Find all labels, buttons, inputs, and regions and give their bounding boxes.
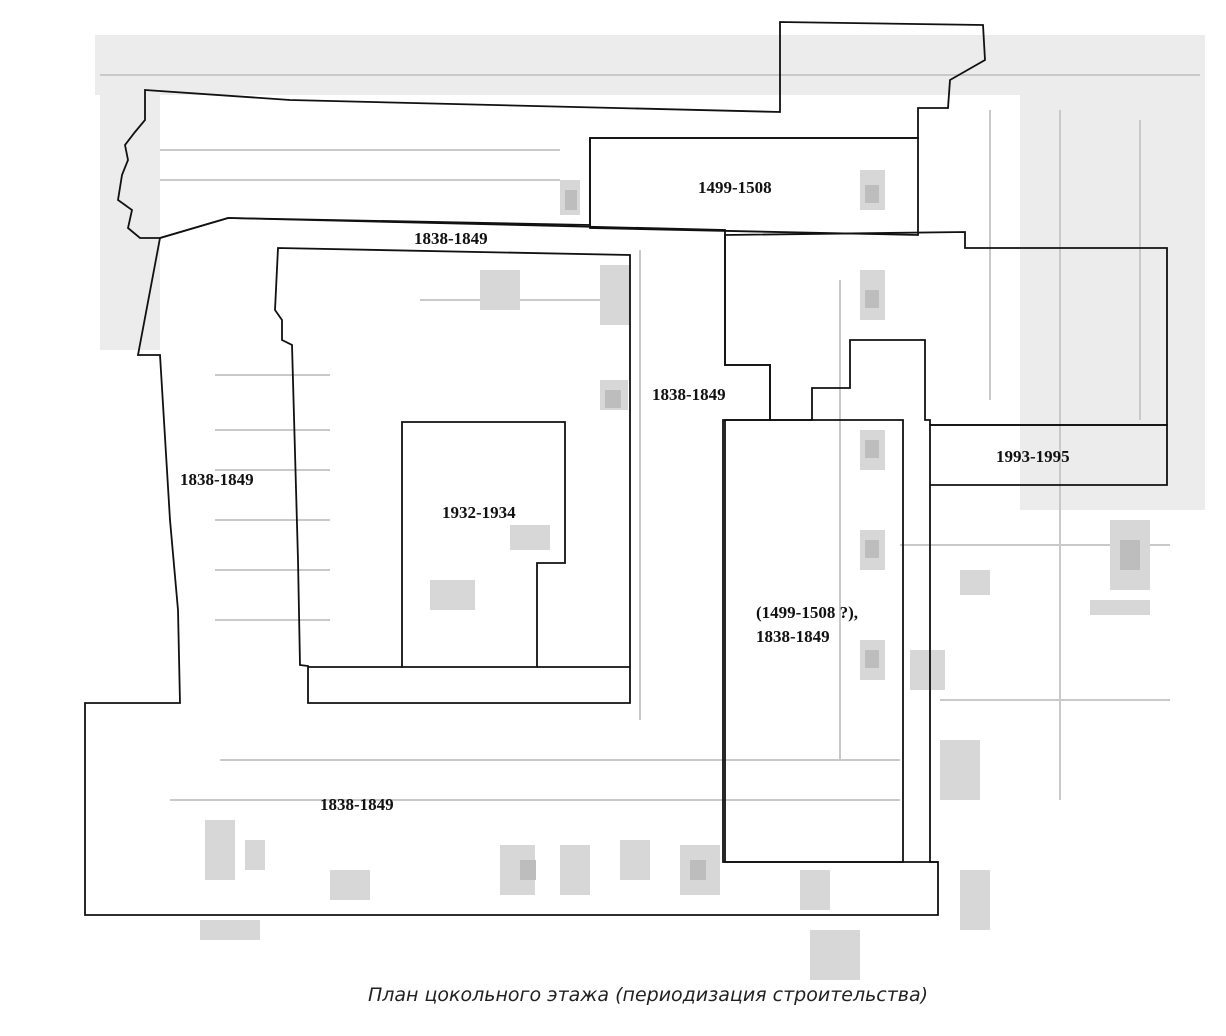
label-north-east-block: 1499-1508 [698,178,772,197]
label-east-annex: 1993-1995 [996,447,1070,466]
north-east-block-outline [589,137,919,236]
central-block-outline [722,419,904,863]
central-east-edge [929,485,938,863]
diagram-caption: План цокольного этажа (периодизация стро… [367,984,929,1006]
label-west-wing: 1838-1849 [180,470,254,489]
period-outlines [84,21,1168,916]
label-south-wing: 1838-1849 [320,795,394,814]
label-central-link: 1838-1849 [652,385,726,404]
courtyard-outline [274,247,631,704]
label-north-wing: 1838-1849 [414,229,488,248]
label-central-block-line2: 1838-1849 [756,627,830,646]
label-central-block-line1: (1499-1508 ?), [756,603,858,622]
east-annex-outline [929,424,1168,486]
west-ring-outline [84,217,939,916]
background-plan [95,35,1205,980]
period-labels: 1499-1508 1838-1849 1838-1849 1932-1934 … [180,178,1070,814]
label-courtyard-infill: 1932-1934 [442,503,516,522]
east-block-outline [724,231,1168,426]
